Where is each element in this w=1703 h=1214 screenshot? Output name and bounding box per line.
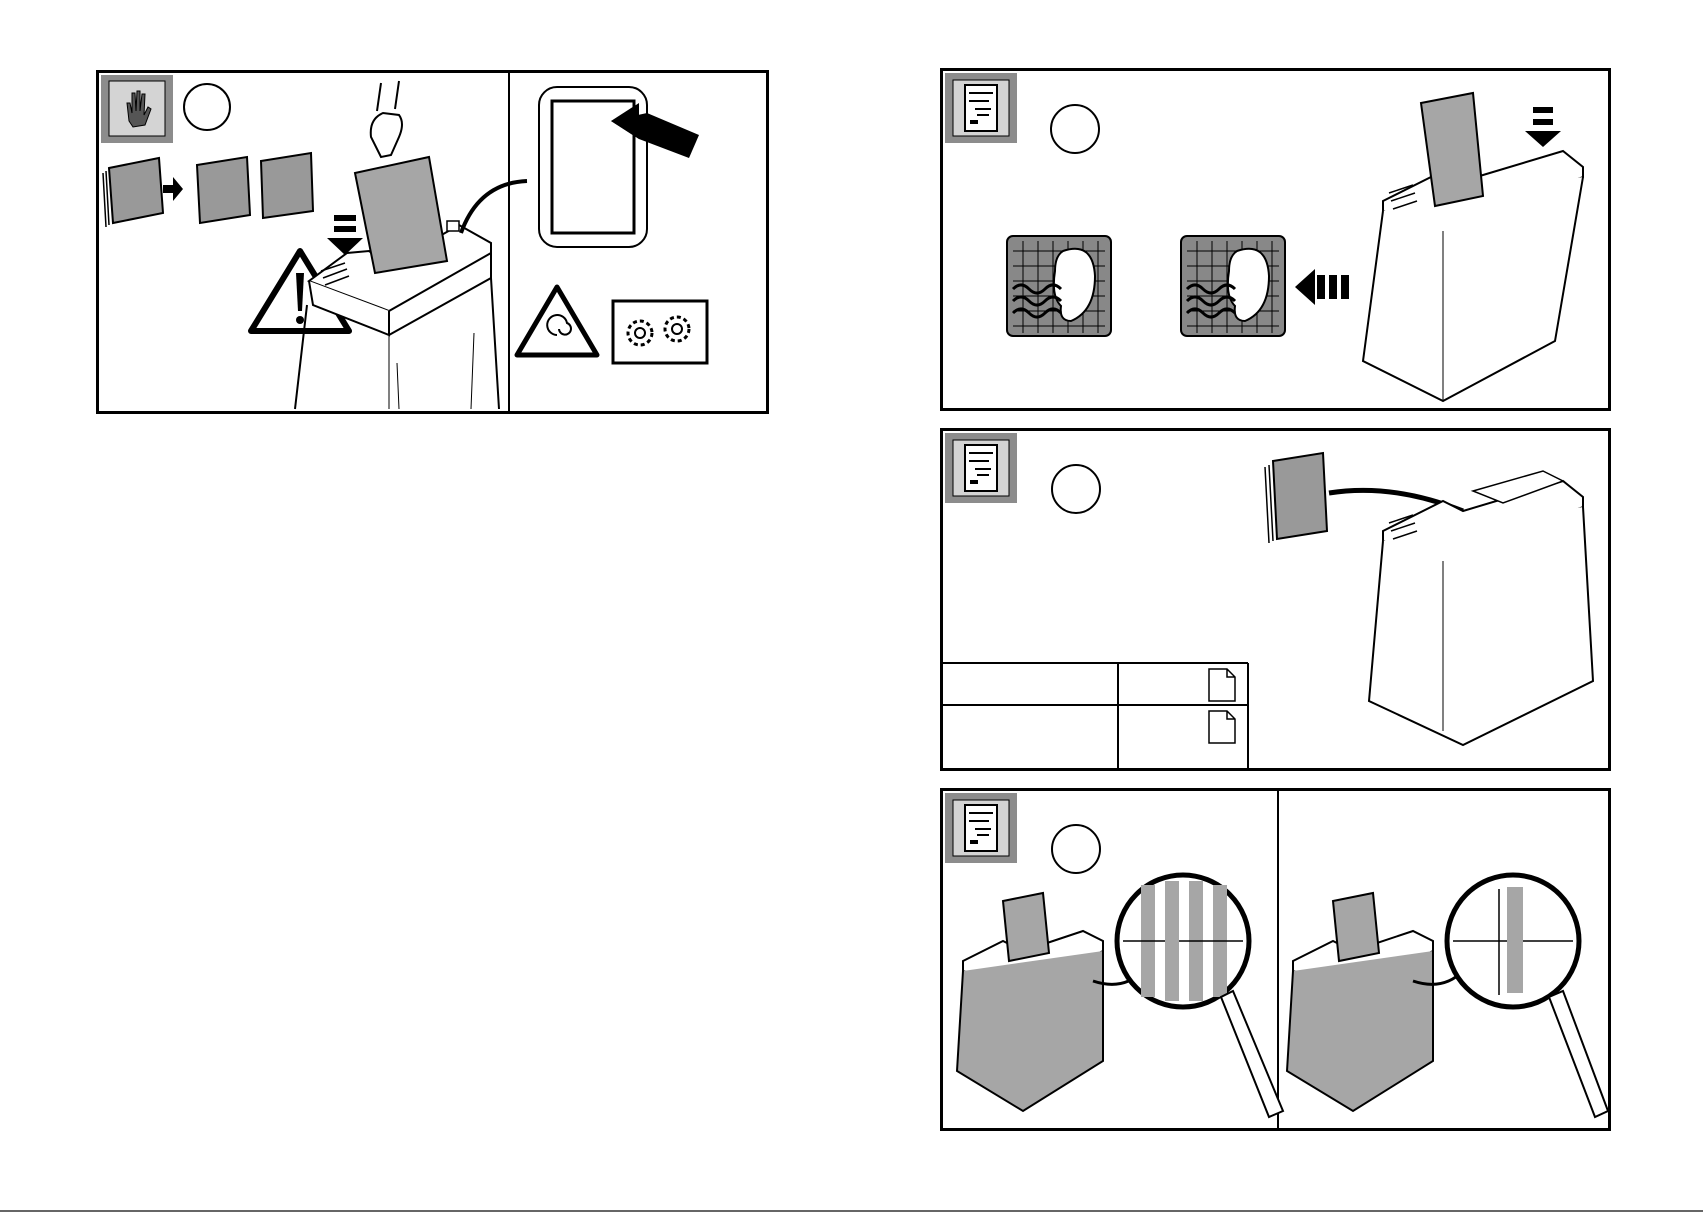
document-manual-icon — [945, 73, 1017, 143]
step-circle — [1052, 825, 1100, 873]
paper-sheet-icon — [1209, 711, 1235, 743]
capacity-illustration — [943, 431, 1608, 768]
shredder-illustration — [957, 893, 1143, 1111]
document-manual-icon — [945, 793, 1017, 863]
paper-sheet-icon — [1209, 669, 1235, 701]
safety-panel — [96, 70, 769, 414]
arrow-left-icon — [1295, 269, 1349, 305]
shredder-illustration — [1363, 93, 1583, 401]
noise-panel — [940, 68, 1611, 411]
shredder-illustration — [1369, 471, 1593, 745]
control-button-zoom — [539, 87, 699, 247]
ear-noise-icon — [1007, 236, 1111, 336]
gears-icon — [613, 301, 707, 363]
shredder-illustration — [295, 81, 527, 409]
step-circle — [1052, 465, 1100, 513]
cut-size-panel — [940, 788, 1611, 1131]
noise-illustration — [943, 71, 1608, 408]
entanglement-warning-icon — [517, 287, 597, 355]
ear-noise-icon — [1181, 236, 1285, 336]
paper-stack-icon — [103, 153, 313, 227]
cut-size-illustration — [943, 791, 1608, 1128]
capacity-panel — [940, 428, 1611, 771]
hand-glove-icon — [101, 75, 173, 143]
feed-arrow-icon — [327, 215, 363, 255]
page-bottom-rule — [0, 1210, 1703, 1212]
step-circle — [184, 84, 230, 130]
magnifier-icon — [1117, 875, 1283, 1117]
safety-illustration — [99, 73, 766, 411]
shredder-illustration — [1287, 893, 1463, 1111]
capacity-table — [943, 663, 1248, 768]
step-circle — [1051, 105, 1099, 153]
magnifier-icon — [1447, 875, 1608, 1117]
document-manual-icon — [945, 433, 1017, 503]
